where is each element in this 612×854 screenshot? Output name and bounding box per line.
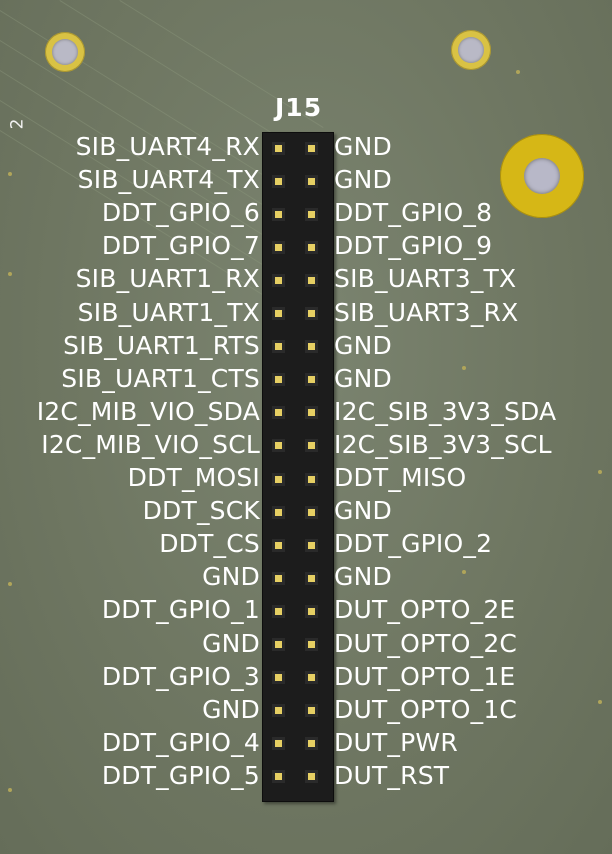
pin-label-left: SIB_UART1_RTS [63, 330, 260, 360]
pin-label-left: SIB_UART1_TX [77, 297, 260, 327]
pin-label-right: DDT_GPIO_9 [334, 231, 493, 261]
header-pin [307, 177, 315, 185]
header-pin [274, 243, 282, 251]
header-pin [307, 210, 315, 218]
pin-label-left: SIB_UART1_RX [75, 264, 260, 294]
via [598, 470, 602, 474]
header-pin [307, 707, 315, 715]
header-pin [274, 409, 282, 417]
header-pin [274, 475, 282, 483]
header-pin [274, 376, 282, 384]
pin-label-right: GND [334, 132, 392, 161]
header-pin [274, 343, 282, 351]
header-pin [307, 773, 315, 781]
pin-label-right: GND [334, 496, 392, 526]
pin-label-left: GND [202, 562, 260, 592]
pin-label-right: GND [334, 363, 392, 393]
pin-label-left: SIB_UART1_CTS [61, 363, 260, 393]
header-pin [274, 144, 282, 152]
header-pin [307, 376, 315, 384]
pin-label-left: GND [202, 628, 260, 658]
header-pin [307, 409, 315, 417]
pin-label-right: DUT_OPTO_2C [334, 628, 518, 658]
pin-label-right: SIB_UART3_RX [334, 297, 519, 327]
header-pin [274, 508, 282, 516]
header-pin [274, 607, 282, 615]
header-pin [307, 508, 315, 516]
pin-label-right: DDT_GPIO_2 [334, 529, 493, 559]
via [8, 172, 12, 176]
header-pin [274, 740, 282, 748]
header-pin [274, 674, 282, 682]
pin-label-right: GND [334, 165, 392, 195]
pin-label-right: DDT_MISO [334, 463, 467, 492]
pin-label-right: DUT_OPTO_1C [334, 694, 518, 724]
pin-marker: 2 [7, 118, 28, 130]
header-pin [274, 177, 282, 185]
pin-label-left: I2C_MIB_VIO_SCL [41, 429, 260, 459]
via [598, 700, 602, 704]
pin-label-right: DUT_OPTO_2E [334, 595, 516, 625]
pin-label-right: I2C_SIB_3V3_SDA [334, 396, 557, 426]
header-pin [307, 607, 315, 615]
header-pin [274, 541, 282, 549]
pin-label-right: GND [334, 330, 392, 360]
pin-label-left: SIB_UART4_TX [77, 165, 260, 195]
header-pin [274, 707, 282, 715]
pin-label-left: DDT_GPIO_7 [101, 231, 260, 261]
header-pin [307, 310, 315, 317]
header-pin [307, 442, 315, 450]
pin-label-left: GND [202, 694, 260, 724]
header-pin [307, 144, 315, 152]
header-pin [307, 243, 315, 251]
pin-label-left: DDT_GPIO_5 [101, 760, 260, 790]
via [462, 570, 466, 574]
header-pin [307, 574, 315, 582]
via [8, 272, 12, 276]
pin-label-right: DUT_OPTO_1E [334, 661, 516, 691]
mounting-hole-top-right [451, 30, 491, 70]
header-pin [274, 442, 282, 450]
mounting-hole-large [500, 134, 584, 218]
pin-label-left: DDT_SCK [142, 496, 260, 526]
header-pin [307, 541, 315, 549]
pin-label-right: DUT_PWR [334, 727, 458, 757]
header-pin [307, 276, 315, 284]
header-pin [274, 773, 282, 781]
pin-label-right: DDT_GPIO_8 [334, 198, 493, 228]
via [462, 366, 466, 370]
header-pin [307, 740, 315, 748]
mounting-hole-top-left [45, 32, 85, 72]
pin-label-right: SIB_UART3_TX [334, 264, 517, 294]
via [8, 582, 12, 586]
pin-label-left: I2C_MIB_VIO_SDA [36, 396, 260, 426]
header-pin [307, 343, 315, 351]
pin-label-right: I2C_SIB_3V3_SCL [334, 429, 552, 459]
pin-label-left: DDT_GPIO_6 [101, 198, 260, 228]
via [8, 788, 12, 792]
header-pin [307, 674, 315, 682]
via [516, 70, 520, 74]
header-pin [274, 641, 282, 648]
connector-reference: J15 [275, 93, 323, 122]
pin-label-right: DUT_RST [334, 760, 450, 790]
pin-label-left: DDT_GPIO_1 [101, 595, 260, 625]
pin-label-left: DDT_CS [159, 529, 260, 559]
header-pin [274, 574, 282, 582]
header-pin [274, 276, 282, 284]
header-pin [307, 475, 315, 483]
pin-label-left: SIB_UART4_RX [75, 132, 260, 161]
pin-label-left: DDT_GPIO_3 [101, 661, 260, 691]
pin-label-left: DDT_MOSI [127, 463, 260, 492]
pin-label-right: GND [334, 562, 392, 592]
pin-header [262, 132, 334, 802]
pin-label-left: DDT_GPIO_4 [101, 727, 260, 757]
header-pin [307, 641, 315, 648]
pcb-trace [59, 0, 298, 150]
header-pin [274, 210, 282, 218]
header-pin [274, 310, 282, 317]
